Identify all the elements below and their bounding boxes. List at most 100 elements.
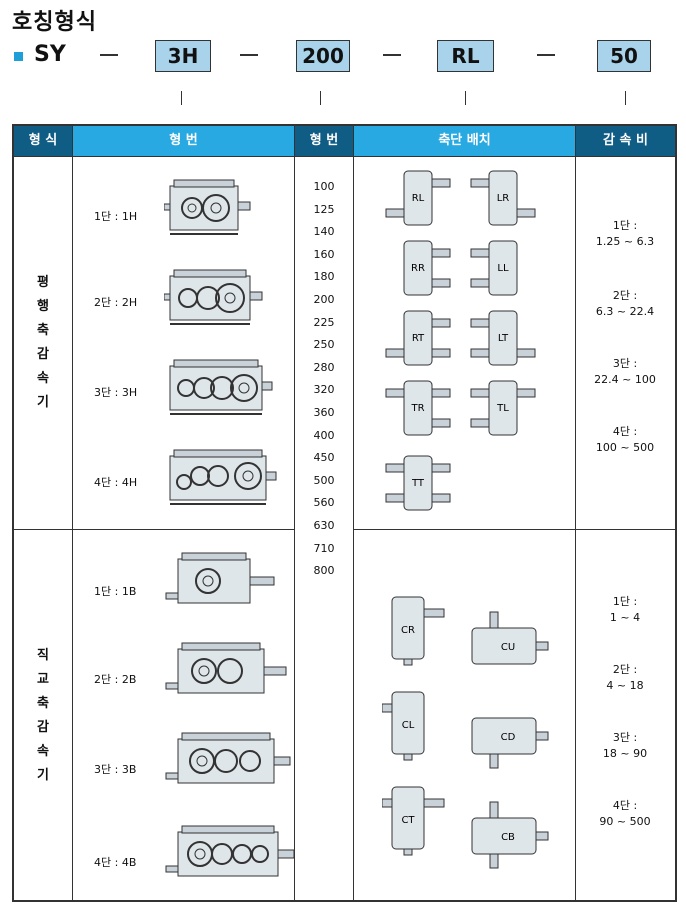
size-value: 630 — [313, 519, 335, 532]
svg-text:TR: TR — [410, 403, 424, 414]
svg-text:CT: CT — [401, 815, 415, 826]
size-value: 500 — [313, 473, 335, 487]
ratio-block: 4단 : 100 ~ 500 — [572, 424, 678, 456]
arrangement-cu-icon: CU — [462, 606, 552, 685]
code-part-size: 200 — [296, 40, 350, 72]
bullet-icon — [14, 52, 23, 61]
size-value: 125 — [313, 202, 335, 216]
header-size: 형 번 — [295, 126, 353, 156]
arrangement-tt-icon: TT — [382, 452, 452, 518]
divider — [14, 156, 675, 157]
gearbox-3h-icon — [169, 359, 273, 415]
type-label-char: 행 — [37, 299, 49, 314]
ratio-block: 2단 : 6.3 ~ 22.4 — [572, 288, 678, 320]
type-label-char: 교 — [37, 672, 49, 687]
ratio-stage: 3단 : — [612, 731, 638, 744]
model-label: 3단 : 3B — [94, 763, 137, 776]
pointer-line — [625, 91, 626, 105]
code-prefix: SY — [34, 42, 66, 67]
code-part-stages: 3H — [155, 40, 211, 72]
ratio-block: 3단 : 18 ~ 90 — [572, 730, 678, 762]
svg-text:TL: TL — [496, 403, 509, 414]
size-value: 140 — [313, 225, 335, 239]
size-value: 800 — [313, 564, 335, 578]
size-value: 320 — [313, 383, 335, 397]
ratio-stage: 2단 : — [612, 663, 638, 676]
page-title: 호칭형식 — [12, 10, 97, 35]
header-arrangement: 축단 배치 — [354, 126, 575, 156]
type-label-char: 속 — [37, 371, 49, 386]
divider — [294, 126, 295, 900]
ratio-stage: 4단 : — [612, 425, 638, 438]
code-part-arrangement: RL — [437, 40, 494, 72]
ratio-range: 1 ~ 4 — [609, 611, 641, 624]
gearbox-2h-icon — [164, 269, 263, 325]
type-label-right-angle: 직 교 축 감 속 기 — [33, 644, 53, 788]
pointer-line — [465, 91, 466, 105]
header-ratio: 감 속 비 — [576, 126, 675, 156]
type-label-char: 속 — [37, 744, 49, 759]
model-label: 2단 : 2B — [94, 673, 137, 686]
svg-text:RR: RR — [411, 263, 425, 274]
model-label: 3단 : 3H — [94, 386, 138, 399]
code-part-ratio: 50 — [597, 40, 651, 72]
ratio-range: 18 ~ 90 — [602, 747, 648, 760]
type-label-char: 축 — [37, 696, 49, 711]
size-value: 360 — [313, 406, 335, 419]
size-value: 200 — [313, 293, 335, 306]
size-value: 280 — [313, 360, 335, 374]
type-label-char: 감 — [37, 347, 49, 362]
ratio-range: 6.3 ~ 22.4 — [595, 305, 655, 318]
ratio-range: 1.25 ~ 6.3 — [595, 235, 655, 248]
ratio-stage: 1단 : — [612, 595, 638, 608]
model-label: 1단 : 1H — [94, 210, 138, 223]
svg-text:TT: TT — [411, 478, 425, 489]
arrangement-rt-icon: RT — [382, 307, 452, 373]
ratio-stage: 4단 : — [612, 799, 638, 812]
svg-text:RT: RT — [412, 333, 425, 344]
type-label-parallel: 평 행 축 감 속 기 — [33, 271, 53, 415]
ratio-range: 90 ~ 500 — [599, 815, 651, 828]
model-label: 4단 : 4H — [94, 476, 138, 489]
ratio-range: 100 ~ 500 — [595, 441, 655, 454]
gearbox-1b-icon — [165, 552, 275, 604]
size-value: 710 — [313, 541, 335, 555]
ratio-stage: 3단 : — [612, 357, 638, 370]
pointer-line — [181, 91, 182, 105]
type-label-char: 직 — [37, 648, 49, 663]
svg-text:LL: LL — [497, 263, 509, 274]
designation-table: 형 식 형 번 형 번 축단 배치 감 속 비 평 행 축 감 속 기 직 교 … — [12, 124, 677, 902]
arrangement-tl-icon: TL — [467, 377, 537, 443]
ratio-block: 3단 : 22.4 ~ 100 — [572, 356, 678, 388]
svg-text:CL: CL — [402, 720, 415, 731]
arrangement-lt-icon: LT — [467, 307, 537, 373]
gearbox-4b-icon — [165, 825, 295, 877]
header-type: 형 식 — [14, 126, 72, 156]
designation-code: SY 3H 200 RL 50 — [0, 40, 686, 74]
arrangement-rr-icon: RR — [382, 237, 452, 303]
ratio-stage: 2단 : — [612, 289, 638, 302]
ratio-range: 22.4 ~ 100 — [594, 373, 656, 386]
arrangement-cl-icon: CL — [381, 686, 472, 765]
svg-text:CD: CD — [501, 732, 516, 743]
divider — [353, 126, 354, 900]
dash-separator — [383, 54, 401, 56]
type-label-char: 기 — [37, 768, 49, 783]
size-value: 225 — [313, 315, 335, 329]
gearbox-1h-icon — [164, 179, 251, 235]
ratio-block: 2단 : 4 ~ 18 — [572, 662, 678, 694]
type-label-char: 감 — [37, 720, 49, 735]
svg-text:CR: CR — [401, 625, 415, 636]
type-label-char: 축 — [37, 323, 49, 338]
svg-text:CU: CU — [501, 642, 515, 653]
arrangement-cb-icon: CB — [462, 796, 552, 875]
model-label: 1단 : 1B — [94, 585, 137, 598]
divider — [575, 126, 576, 900]
dash-separator — [100, 54, 118, 56]
ratio-stage: 1단 : — [612, 219, 638, 232]
size-value: 250 — [313, 338, 335, 352]
divider — [72, 126, 73, 900]
gearbox-3b-icon — [165, 732, 291, 784]
svg-text:CB: CB — [501, 832, 515, 843]
size-value: 560 — [313, 496, 335, 510]
